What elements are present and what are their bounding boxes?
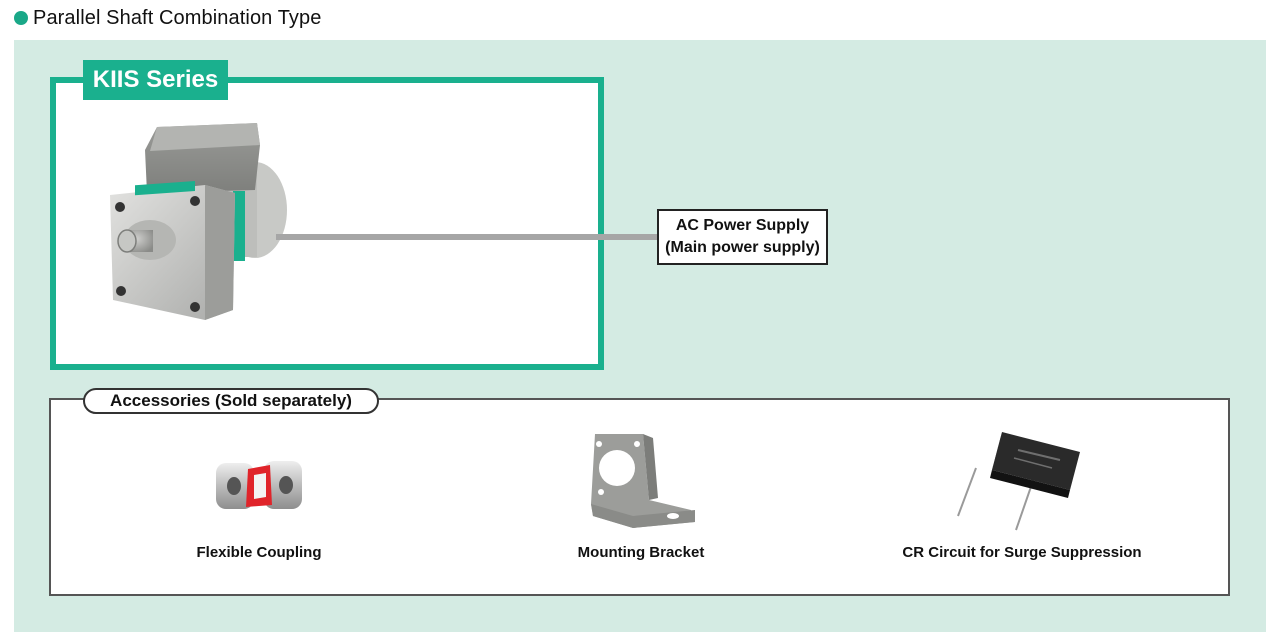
accessories-title: Accessories (Sold separately) [83,388,379,414]
flexible-coupling-icon [216,461,302,509]
cr-circuit-icon [957,432,1080,531]
ac-power-supply-box: AC Power Supply (Main power supply) [657,209,828,265]
motor-image [110,123,287,320]
cr-circuit-label: CR Circuit for Surge Suppression [902,544,1142,561]
flexible-coupling-label: Flexible Coupling [196,544,322,561]
power-supply-label: AC Power Supply [675,217,810,234]
series-label: KIIS Series [83,60,228,100]
power-cable [276,234,659,240]
bullet-dot-icon [14,11,28,25]
section-heading: Parallel Shaft Combination Type [14,5,321,31]
mounting-bracket-icon [591,434,695,528]
section-title: Parallel Shaft Combination Type [33,6,322,29]
mounting-bracket-label: Mounting Bracket [577,544,705,561]
power-supply-sublabel: (Main power supply) [665,239,820,256]
